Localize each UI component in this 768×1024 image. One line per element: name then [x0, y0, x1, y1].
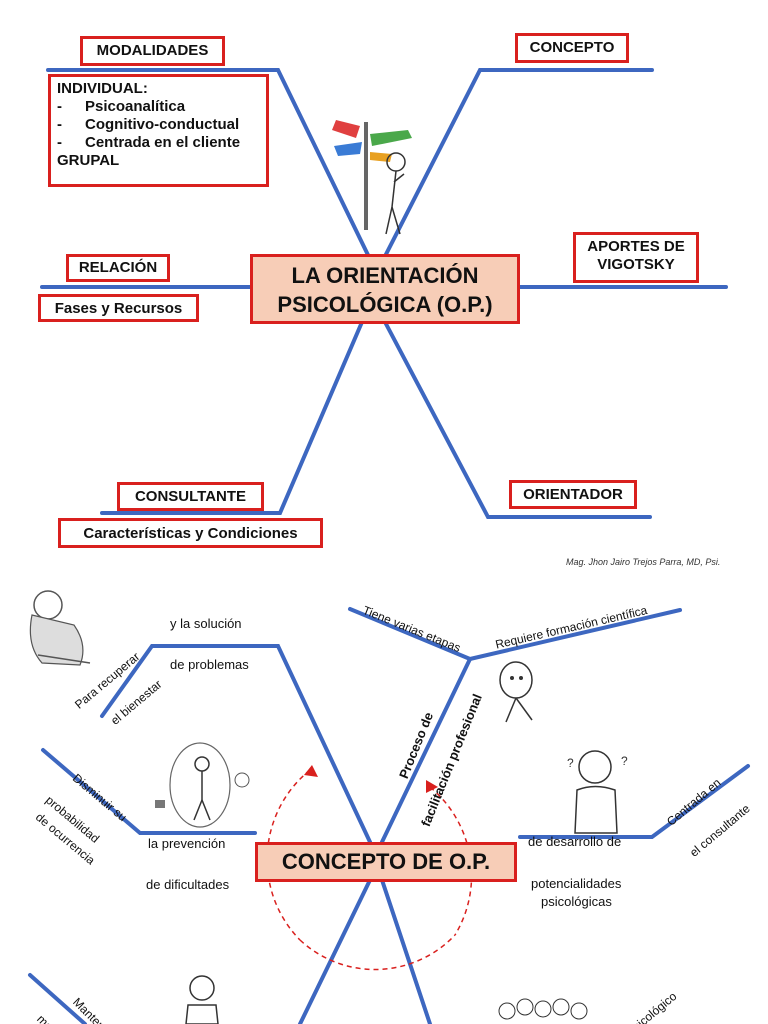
caracteristicas-box: Características y Condiciones: [58, 518, 323, 548]
label-la-prevencion: la prevención: [148, 836, 226, 851]
waving-boy-illustration: [185, 975, 219, 1024]
individual-heading: INDIVIDUAL:: [57, 80, 148, 97]
list-item: -Centrada en el cliente: [57, 134, 241, 151]
group-illustration: [498, 998, 588, 1020]
svg-text:?: ?: [567, 756, 574, 770]
climbing-figure-illustration: [499, 661, 533, 723]
struggling-person-illustration: [155, 742, 250, 828]
signpost-illustration: [332, 120, 412, 235]
relacion-box: RELACIÓN: [66, 254, 170, 282]
consultante-box: CONSULTANTE: [117, 482, 264, 511]
aportes-vigotsky-box: APORTES DE VIGOTSKY: [573, 232, 699, 283]
orientador-box: ORIENTADOR: [509, 480, 637, 509]
grupal-label: GRUPAL: [57, 152, 120, 169]
concept-map-lines: [28, 607, 750, 1024]
label-de-desarrollo: de desarrollo de: [528, 834, 622, 849]
label-de-problemas: de problemas: [170, 657, 249, 672]
concepto-box: CONCEPTO: [515, 33, 629, 63]
author-credit: Mag. Jhon Jairo Trejos Parra, MD, Psi.: [566, 557, 721, 567]
sad-person-illustration: [29, 590, 91, 666]
label-y-la-solucion: y la solución: [170, 616, 242, 631]
svg-text:?: ?: [621, 754, 628, 768]
thinking-boy-illustration: ? ?: [567, 750, 628, 834]
mind-map-panel: MODALIDADES INDIVIDUAL: -Psicoanalítica …: [38, 33, 728, 567]
main-title: LA ORIENTACIÓN PSICOLÓGICA (O.P.): [250, 254, 520, 324]
label-de-dificultades: de dificultades: [146, 877, 230, 892]
concept-map-panel: ? ? Para recuperar el bienestar y la sol…: [0, 575, 768, 1024]
list-item: -Psicoanalítica: [57, 98, 186, 115]
modalidades-list: -Psicoanalítica -Cognitivo-conductual -C…: [57, 98, 260, 152]
fases-recursos-box: Fases y Recursos: [38, 294, 199, 322]
modalidades-detail-box: INDIVIDUAL: -Psicoanalítica -Cognitivo-c…: [48, 74, 269, 187]
list-item: -Cognitivo-conductual: [57, 116, 240, 133]
mind-map-lines: [40, 68, 728, 519]
label-psicologicas: psicológicas: [541, 894, 612, 909]
modalidades-box: MODALIDADES: [80, 36, 225, 66]
label-potencialidades: potencialidades: [531, 876, 622, 891]
concept-title: CONCEPTO DE O.P.: [255, 842, 517, 882]
